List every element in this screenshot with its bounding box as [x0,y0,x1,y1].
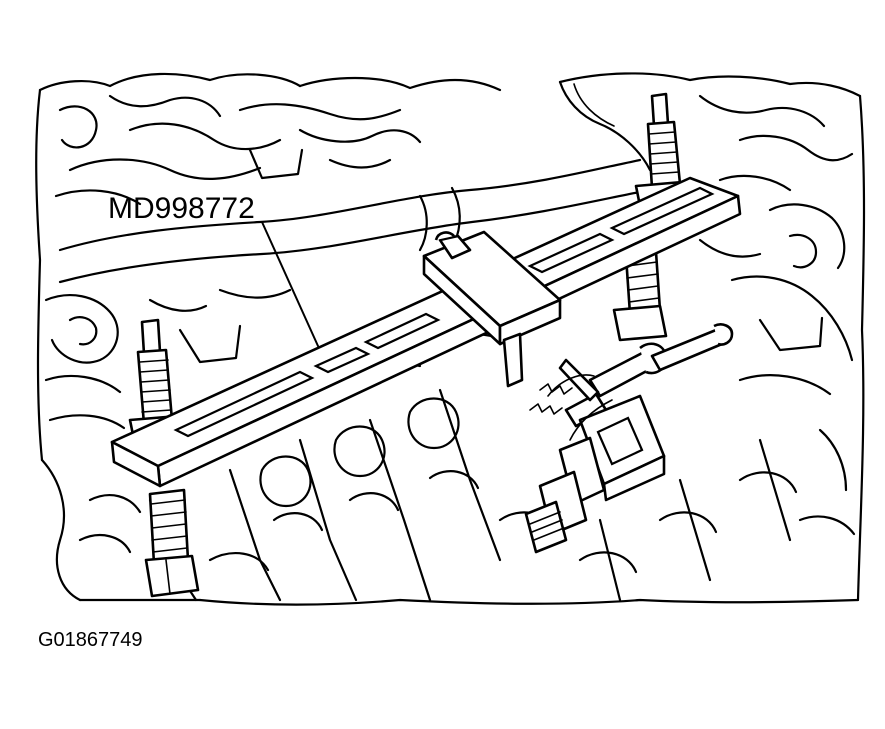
valve-spring-lever [558,323,734,502]
figure-id: G01867749 [38,629,143,651]
tool-cross-bracket [422,230,562,388]
valve-probe-assembly [524,374,613,554]
tool-callout-leader [261,221,319,347]
md998772-tool-bar [110,176,742,488]
tool-callout-label: MD998772 [108,192,255,225]
